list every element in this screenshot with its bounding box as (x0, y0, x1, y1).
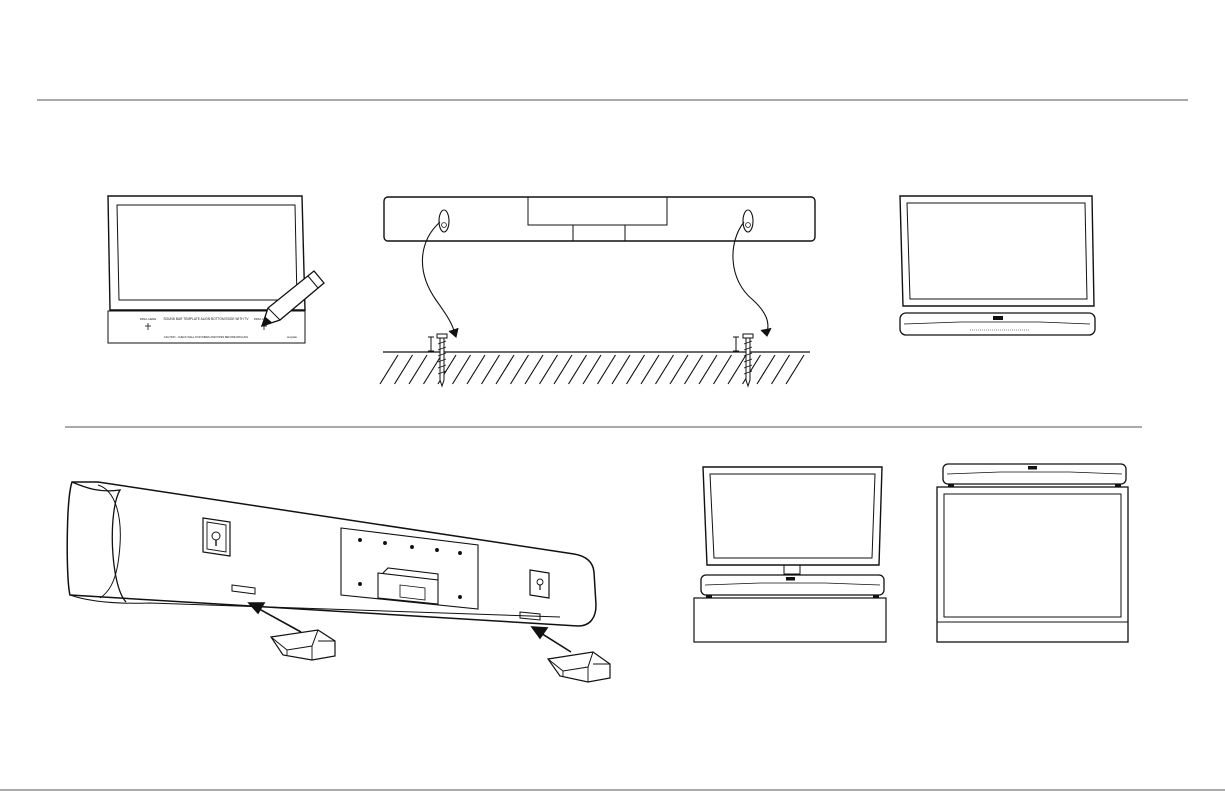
hatch-line (656, 355, 674, 384)
tv-template-panel: SOUND BAR TEMPLATE ALIGN BOTTOM EDGE WIT… (108, 196, 324, 343)
hatch-line (786, 355, 804, 384)
hatch-line (612, 355, 630, 384)
template-title-text: SOUND BAR TEMPLATE ALIGN BOTTOM EDGE WIT… (164, 317, 250, 321)
feet-install-panel (67, 482, 610, 682)
hatch-line (598, 355, 616, 384)
soundbar-front-view (943, 464, 1126, 487)
hatch-line (757, 355, 775, 384)
soundbar-front-view (701, 575, 884, 598)
hatch-line (772, 355, 790, 384)
hatch-line (699, 355, 717, 384)
hatch-line (453, 355, 471, 384)
rubber-foot-icon (548, 652, 610, 682)
hatch-line (728, 355, 746, 384)
hatch-line (583, 355, 601, 384)
hatch-line (685, 355, 703, 384)
hatch-line (670, 355, 688, 384)
rubber-foot-icon (271, 630, 335, 660)
tv-outline-icon (900, 196, 1094, 306)
screw-icon (428, 334, 447, 386)
wall-mount-panel (380, 197, 815, 386)
hatch-line (627, 355, 645, 384)
soundbar-front-view (900, 313, 1095, 335)
template-bottom-text: CAUTION - CHECK WALL FOR WIRES AND PIPES… (164, 335, 249, 339)
hatch-line (424, 355, 442, 384)
hatch-line (511, 355, 529, 384)
hatch-line (641, 355, 659, 384)
tv-outline-icon (703, 467, 882, 574)
soundbar-underside-view (67, 482, 596, 626)
hatch-line (496, 355, 514, 384)
top-placement-panel (937, 464, 1128, 642)
tv-outline-icon (108, 196, 305, 310)
hatch-line (554, 355, 572, 384)
hatch-line (395, 355, 413, 384)
hatch-line (525, 355, 543, 384)
template-corner-text: template (287, 335, 298, 339)
hatch-line (467, 355, 485, 384)
hatch-line (380, 355, 398, 384)
table-cabinet (694, 598, 886, 642)
mounted-result-panel (900, 196, 1095, 335)
hatch-line (409, 355, 427, 384)
hatch-line (714, 355, 732, 384)
arrow-icon (532, 627, 571, 652)
hatch-line (569, 355, 587, 384)
hatch-line (482, 355, 500, 384)
template-left-mark: DRILL HERE (140, 317, 157, 321)
hatch-line (540, 355, 558, 384)
soundbar-back-view (384, 197, 815, 241)
tv-outline-icon (937, 487, 1128, 642)
table-placement-panel (694, 467, 886, 642)
